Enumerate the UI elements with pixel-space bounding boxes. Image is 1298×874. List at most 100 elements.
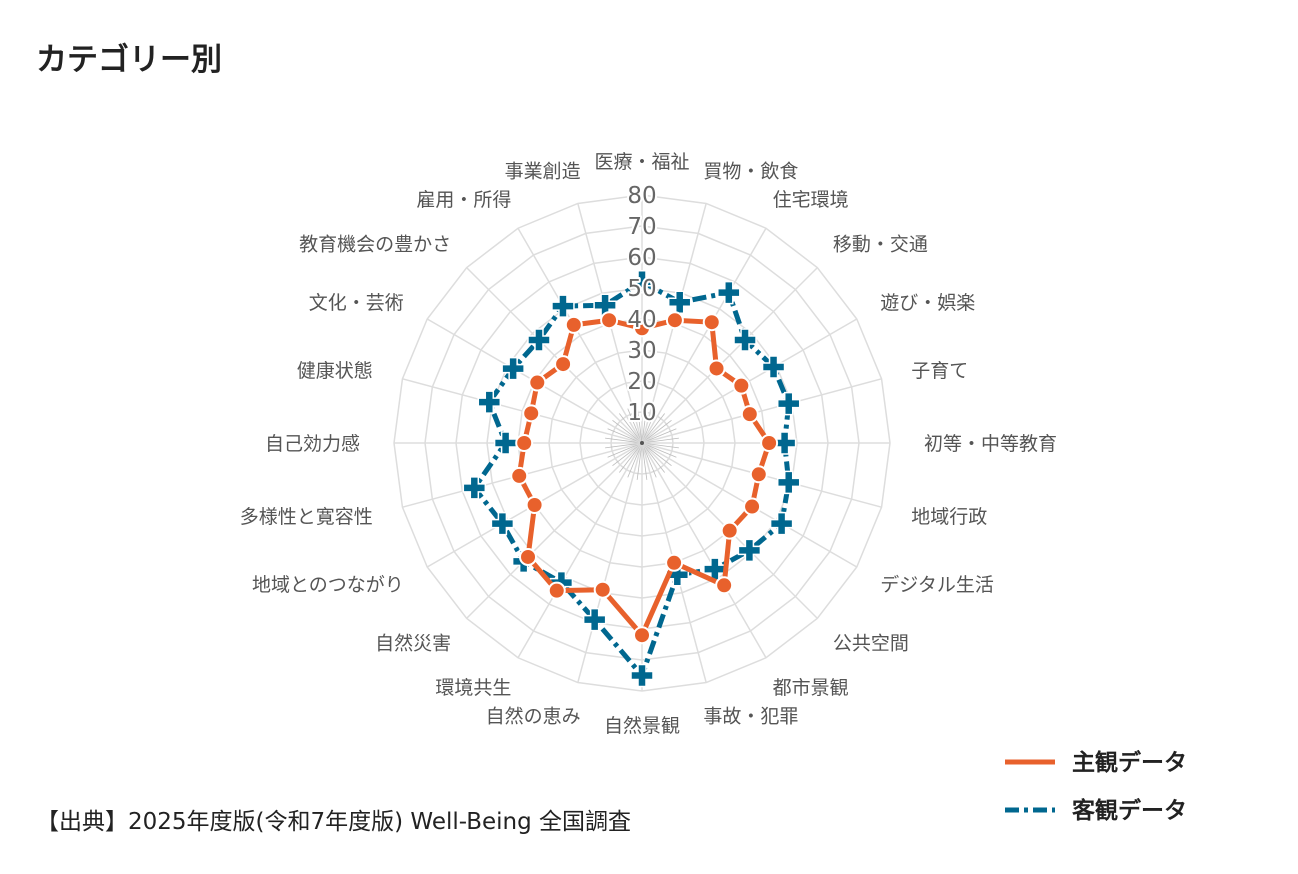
grid-spoke <box>641 408 657 444</box>
category-label: 雇用・所得 <box>416 189 511 211</box>
tick-label: 60 <box>627 245 656 271</box>
data-point <box>720 521 739 540</box>
plus-marker <box>761 355 786 379</box>
data-point <box>462 476 487 500</box>
grid-spoke <box>641 267 818 444</box>
plus-marker <box>630 270 654 294</box>
data-point <box>600 311 619 330</box>
data-point <box>493 431 518 455</box>
plus-marker <box>490 511 515 536</box>
data-point <box>564 315 583 334</box>
grid-spoke <box>619 413 643 444</box>
series-objective <box>462 270 801 688</box>
tick-label: 40 <box>627 307 656 333</box>
data-point <box>769 511 794 536</box>
plus-marker <box>493 431 518 455</box>
grid-spoke <box>641 442 677 458</box>
category-label: 健康状態 <box>297 360 373 382</box>
data-point <box>760 434 779 452</box>
data-point <box>665 311 684 330</box>
data-point <box>717 280 741 305</box>
grid-spoke <box>636 442 643 480</box>
category-label: 自己効力感 <box>265 433 360 455</box>
grid-spoke <box>641 437 679 444</box>
grid-spoke <box>607 442 643 458</box>
plus-marker <box>582 607 607 632</box>
data-point <box>665 553 684 572</box>
category-label: 環境共生 <box>435 677 511 699</box>
grid-spoke <box>641 406 648 444</box>
category-label: 教育機会の豊かさ <box>299 234 451 256</box>
tick-label: 50 <box>627 276 656 302</box>
grid-spoke <box>402 378 643 444</box>
data-point <box>490 511 515 536</box>
grid-spoke <box>641 413 665 444</box>
grid-spoke <box>641 442 665 473</box>
data-point <box>515 434 534 452</box>
grid-spoke <box>641 428 677 444</box>
grid-spoke <box>619 442 643 473</box>
grid-spoke <box>517 442 643 659</box>
chart-title: カテゴリー別 <box>36 42 222 78</box>
data-point <box>667 290 692 315</box>
grid-spoke <box>641 442 672 466</box>
data-point <box>732 376 751 395</box>
category-label: 地域行政 <box>911 506 987 528</box>
data-point <box>776 391 801 416</box>
category-labels: 医療・福祉買物・飲食住宅環境移動・交通遊び・娯楽子育て初等・中等教育地域行政デジ… <box>240 151 1057 737</box>
plus-marker <box>630 663 654 688</box>
data-point <box>519 547 538 566</box>
category-label: 買物・飲食 <box>703 161 798 183</box>
category-label: 医療・福祉 <box>594 151 689 173</box>
data-point <box>522 404 541 423</box>
tick-label: 30 <box>627 338 656 364</box>
legend-item: 客観データ <box>1005 797 1187 824</box>
data-point <box>510 466 529 485</box>
grid-spoke <box>636 406 643 444</box>
category-label: 自然災害 <box>375 632 451 654</box>
plus-marker <box>477 390 502 414</box>
grid-spoke <box>641 442 657 478</box>
data-point <box>527 328 551 352</box>
plus-marker <box>549 570 574 595</box>
grid-spoke <box>641 318 858 444</box>
grid-spoke <box>641 442 648 480</box>
tick-label: 70 <box>627 214 656 240</box>
source-note: 【出典】2025年度版(令和7年度版) Well-Being 全国調査 <box>36 809 632 835</box>
plus-marker <box>737 538 762 563</box>
category-label: 公共空間 <box>833 632 909 654</box>
plus-marker <box>769 511 794 536</box>
grid-spoke <box>605 442 643 449</box>
series-subjective <box>510 311 779 645</box>
grid-spoke <box>466 267 643 444</box>
legend-label: 主観データ <box>1072 749 1187 776</box>
data-point <box>477 390 502 414</box>
grid-spoke <box>466 442 643 619</box>
grid-spoke <box>612 442 643 466</box>
data-point <box>551 294 575 318</box>
tick-label: 20 <box>627 369 656 395</box>
grid-spoke <box>612 420 643 444</box>
legend-label: 客観データ <box>1072 797 1187 824</box>
category-label: 自然景観 <box>604 715 680 737</box>
data-point <box>633 626 651 645</box>
category-label: 子育て <box>911 360 968 382</box>
data-point <box>630 270 654 294</box>
grid-spoke <box>641 442 679 449</box>
data-point <box>715 576 734 595</box>
data-point <box>593 580 612 599</box>
category-label: デジタル生活 <box>880 574 994 596</box>
series-layer <box>462 270 801 688</box>
data-point <box>665 563 690 587</box>
data-point <box>702 313 721 332</box>
plus-marker <box>501 356 525 381</box>
data-point <box>740 405 759 424</box>
grid-spoke <box>641 227 767 444</box>
grid-spoke <box>627 408 643 444</box>
plus-marker <box>462 476 487 500</box>
data-point <box>547 581 566 600</box>
